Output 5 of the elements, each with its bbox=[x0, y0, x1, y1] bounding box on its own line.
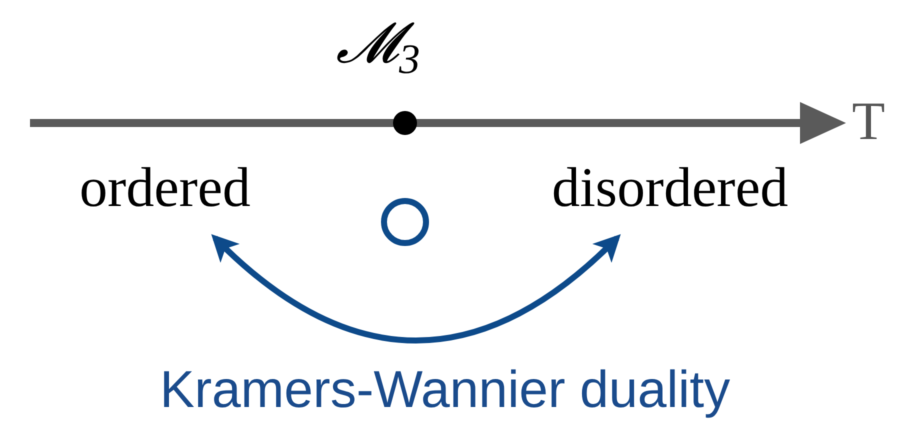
point-label: 𝓜$_{3}$ bbox=[336, 16, 420, 72]
axis-label: T bbox=[852, 94, 885, 148]
state-label: disordered bbox=[552, 160, 788, 216]
state-label: ordered bbox=[79, 160, 250, 216]
curved-arrow bbox=[211, 234, 621, 344]
